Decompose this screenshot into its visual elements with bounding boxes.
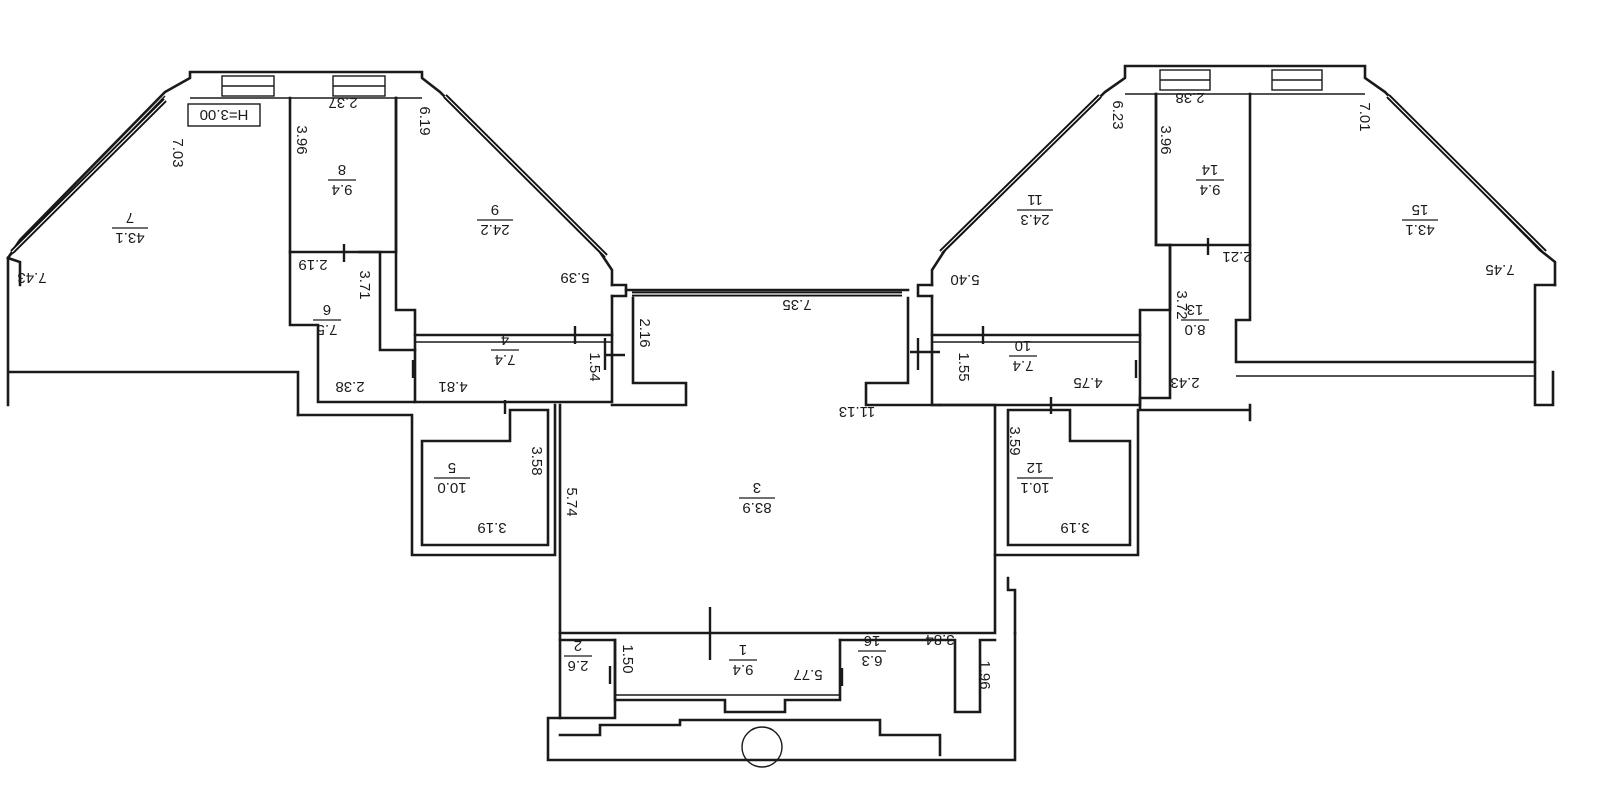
room-number: 8	[338, 161, 346, 178]
dimension-label: 3.58	[528, 446, 545, 475]
dimension-label: 2.37	[328, 94, 357, 111]
room-area: 43.1	[115, 229, 144, 246]
dimension-label: 7.43	[17, 269, 46, 286]
room-area: 6.3	[862, 652, 883, 669]
dimension-label: 4.81	[438, 378, 467, 395]
dimension-label: 5.40	[950, 271, 979, 288]
room-label-10: 7.410	[1009, 337, 1037, 374]
dimension-label: 3.84	[925, 631, 954, 648]
room-label-15: 43.1 15	[1402, 201, 1438, 238]
room-area: 7.5	[317, 321, 338, 338]
dimension-label: 3.71	[356, 270, 373, 299]
room-label-13: 8.013	[1181, 301, 1209, 338]
room-area: 9.4	[733, 661, 754, 678]
dimension-label: 3.96	[1157, 125, 1174, 154]
room-area: 10.0	[437, 479, 466, 496]
dimension-label: 3.59	[1006, 426, 1023, 455]
room-number: 14	[1202, 161, 1219, 178]
dimension-label: 3.96	[293, 125, 310, 154]
room-labels: 43.179.4824.297.567.4410.0583.932.629.41…	[112, 161, 1438, 678]
dimension-label: 1.55	[955, 352, 972, 381]
room-label-5: 10.05	[434, 459, 470, 496]
dimension-label: 6.19	[416, 106, 433, 135]
room-number: 7	[126, 209, 134, 226]
ceiling-height-label: H=3.00	[200, 106, 249, 123]
dimension-label: 7.45	[1485, 261, 1514, 278]
room-label-2: 2.62	[564, 637, 592, 674]
dimension-label: 7.03	[169, 138, 186, 167]
room-label-14: 9.414	[1196, 161, 1224, 198]
dimension-label: 1.50	[619, 644, 636, 673]
dimension-label: 11.13	[839, 403, 875, 420]
room-area: 24.3	[1020, 211, 1049, 228]
room-number: 6	[323, 301, 331, 318]
room-number: 11	[1027, 191, 1043, 208]
dimension-label: 2.19	[298, 256, 327, 273]
dimension-label: 2.38	[1175, 89, 1204, 106]
dimension-label: 7.35	[782, 296, 811, 313]
right-wing-walls	[916, 64, 1557, 635]
room-number: 1	[739, 641, 747, 658]
room-area: 2.6	[568, 657, 589, 674]
dimension-label: 5.39	[560, 269, 589, 286]
room-area: 43.1	[1405, 221, 1434, 238]
dimension-label: 3.19	[1060, 519, 1089, 536]
left-wing-walls	[6, 70, 628, 557]
room-label-16: 6.316	[858, 632, 886, 669]
room-label-4: 7.44	[491, 331, 519, 368]
room-number: 3	[753, 479, 761, 496]
dimension-label: 2.43	[1170, 374, 1199, 391]
room-label-3: 83.93	[739, 479, 775, 516]
dimension-label: 2.38	[335, 378, 364, 395]
centre-walls	[546, 288, 1017, 768]
room-label-8: 9.48	[328, 161, 356, 198]
room-number: 5	[448, 459, 456, 476]
room-number: 16	[864, 632, 881, 649]
room-number: 15	[1412, 201, 1429, 218]
room-label-7: 43.17	[112, 209, 148, 246]
door-marks	[342, 238, 1210, 686]
room-label-11: 24.3 11	[1017, 191, 1053, 228]
room-number: 9	[491, 201, 499, 218]
dimension-label: 2.16	[636, 318, 653, 347]
room-number: 4	[501, 331, 509, 348]
dimension-label: 5.77	[793, 666, 822, 683]
room-label-6: 7.56	[313, 301, 341, 338]
dimension-label: 3.72	[1173, 290, 1190, 319]
dimension-label: 1.54	[586, 352, 603, 381]
dimension-label: 5.74	[563, 487, 580, 516]
dimension-label: 7.01	[1356, 102, 1373, 131]
room-area: 7.4	[1013, 357, 1034, 374]
room-area: 9.4	[332, 181, 353, 198]
dimension-label: 2.21	[1222, 248, 1251, 265]
room-area: 9.4	[1200, 181, 1221, 198]
room-number: 10	[1015, 337, 1032, 354]
room-number: 2	[574, 637, 582, 654]
ceiling-height-badge: H=3.00	[187, 103, 261, 127]
room-number: 13	[1187, 301, 1204, 318]
dimension-label: 4.75	[1073, 374, 1102, 391]
room-area: 24.2	[480, 221, 509, 238]
room-label-9: 24.29	[477, 201, 513, 238]
dimension-label: 3.19	[477, 519, 506, 536]
dimension-label: 6.23	[1109, 100, 1126, 129]
dimension-label: 1.96	[976, 660, 993, 689]
room-area: 83.9	[742, 499, 771, 516]
room-area: 8.0	[1185, 321, 1206, 338]
room-area: 7.4	[495, 351, 516, 368]
room-label-12: 10.1 12	[1017, 459, 1053, 496]
room-area: 10.1	[1020, 479, 1049, 496]
room-number: 12	[1027, 459, 1044, 476]
room-label-1: 9.41	[729, 641, 757, 678]
